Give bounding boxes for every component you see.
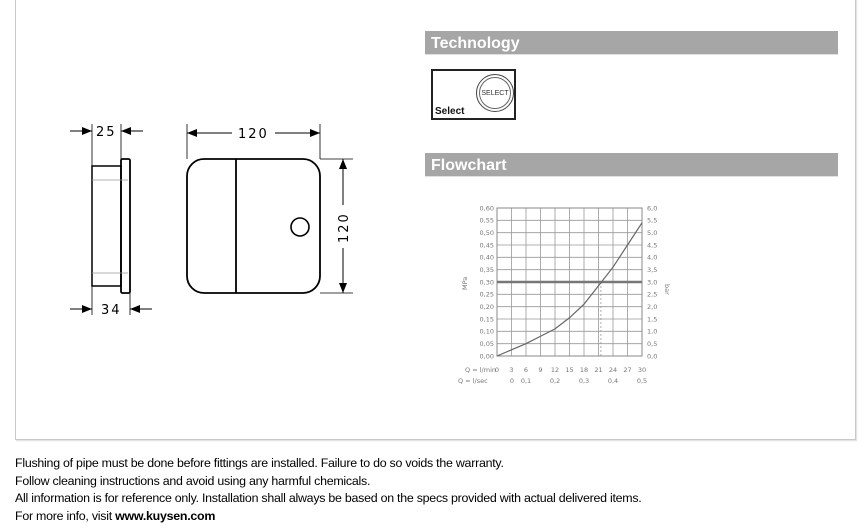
y-tick-label-right: 5,5: [647, 217, 657, 225]
y-tick-label-left: 0,20: [480, 303, 494, 311]
y-axis-label-left: MPa: [461, 277, 469, 290]
y-tick-label-right: 2,5: [647, 291, 657, 299]
y-axis-label-right: bar: [663, 284, 671, 295]
y-tick-label-left: 0,00: [480, 352, 494, 360]
note-reference: All information is for reference only. I…: [15, 491, 642, 505]
technology-header: Technology: [425, 31, 838, 55]
x-tick-label: 18: [580, 366, 588, 374]
x-tick-label-sec: 0,2: [550, 377, 560, 385]
note-flushing: Flushing of pipe must be done before fit…: [15, 456, 504, 470]
y-tick-label-right: 3,5: [647, 266, 657, 274]
x-tick-label: 0: [495, 366, 499, 374]
y-tick-label-left: 0,30: [480, 278, 494, 286]
website-link[interactable]: www.kuysen.com: [115, 508, 216, 523]
y-tick-label-left: 0,40: [480, 254, 494, 262]
y-tick-label-left: 0,35: [480, 266, 494, 274]
dim-depth-top: 25: [96, 125, 117, 140]
select-button-icon: SELECT: [476, 74, 514, 112]
x-tick-label: 27: [623, 366, 631, 374]
x-tick-label: 6: [524, 366, 528, 374]
y-tick-label-left: 0,45: [480, 241, 494, 249]
y-tick-label-left: 0,60: [480, 204, 494, 212]
y-tick-label-left: 0,15: [480, 315, 494, 323]
select-technology-logo: Select SELECT: [431, 69, 516, 120]
y-tick-label-right: 1,5: [647, 315, 657, 323]
x-tick-label: 21: [594, 366, 602, 374]
y-tick-label-right: 3,0: [647, 278, 657, 286]
y-tick-label-left: 0,10: [480, 328, 494, 336]
y-tick-label-left: 0,05: [480, 340, 494, 348]
note-cleaning: Follow cleaning instructions and avoid u…: [15, 473, 371, 488]
x-tick-label-sec: 0,4: [608, 377, 618, 385]
x-tick-label-sec: 0,1: [521, 377, 531, 385]
side-flange: [120, 158, 131, 294]
dim-width: 120: [238, 127, 269, 142]
x-axis-label-lsec: Q = l/sec: [458, 377, 488, 385]
note-more-info: For more info, visit www.kuysen.com: [15, 508, 216, 523]
footer-notes: Flushing of pipe must be done before fit…: [15, 455, 642, 525]
dim-depth-bottom: 34: [101, 303, 122, 318]
content-frame: [15, 0, 856, 440]
side-body: [91, 165, 122, 287]
y-tick-label-left: 0,25: [480, 291, 494, 299]
front-plate: [186, 158, 321, 294]
logo-label: Select: [435, 106, 465, 117]
x-tick-label: 12: [551, 366, 559, 374]
y-tick-label-left: 0,55: [480, 217, 494, 225]
x-tick-label: 30: [638, 366, 646, 374]
dim-height: 120: [337, 212, 352, 243]
flowchart-header: Flowchart: [425, 153, 838, 177]
x-tick-label: 24: [609, 366, 617, 374]
y-tick-label-right: 1,0: [647, 328, 657, 336]
y-tick-label-right: 0,5: [647, 340, 657, 348]
y-tick-label-right: 5,0: [647, 229, 657, 237]
x-tick-label-sec: 0,3: [579, 377, 589, 385]
flow-curve: [496, 222, 643, 357]
x-tick-label-sec: 0,5: [637, 377, 647, 385]
x-tick-label: 15: [565, 366, 573, 374]
x-tick-label: 9: [538, 366, 542, 374]
button-icon: [290, 217, 310, 237]
y-tick-label-left: 0,50: [480, 229, 494, 237]
y-tick-label-right: 6,0: [647, 204, 657, 212]
y-tick-label-right: 4,5: [647, 241, 657, 249]
y-tick-label-right: 0,0: [647, 352, 657, 360]
x-axis-label-lmin: Q = l/min: [465, 366, 496, 374]
y-tick-label-right: 4,0: [647, 254, 657, 262]
x-tick-label-sec: 0: [510, 377, 514, 385]
x-tick-label: 3: [509, 366, 513, 374]
y-tick-label-right: 2,0: [647, 303, 657, 311]
